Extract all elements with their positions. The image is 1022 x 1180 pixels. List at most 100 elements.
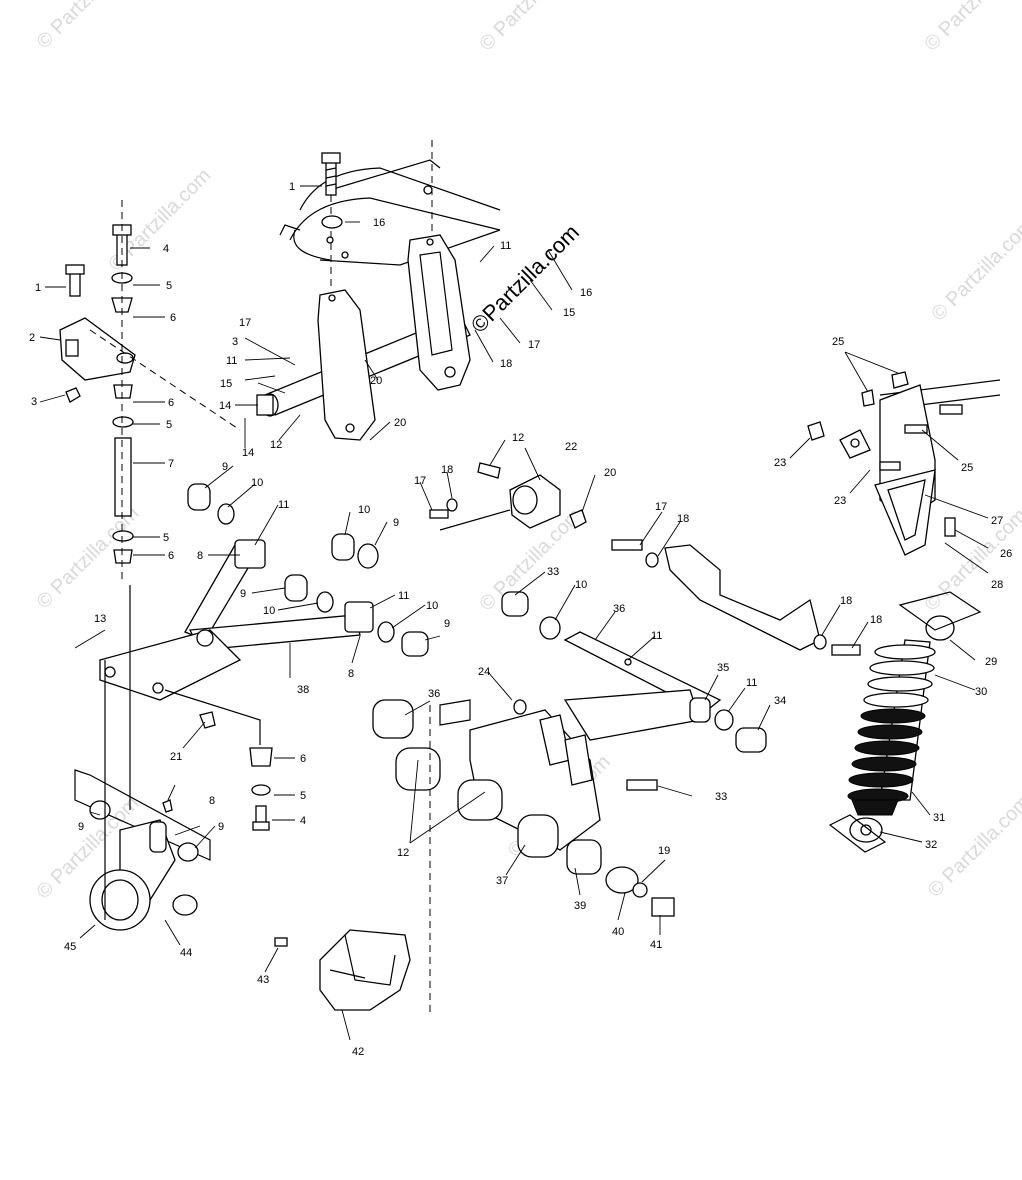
callout-9: 9 (218, 821, 224, 833)
callout-17: 17 (414, 475, 426, 487)
callout-9: 9 (240, 588, 246, 600)
callout-7: 7 (168, 458, 174, 470)
swing-arm-35 (469, 591, 767, 851)
link-arm (611, 539, 861, 656)
rear-bracket-assembly (807, 371, 1001, 556)
callout-10: 10 (426, 600, 438, 612)
callout-33: 33 (547, 566, 559, 578)
callout-36: 37 (496, 875, 508, 887)
callout-8: 8 (197, 550, 203, 562)
watermark-center: ©Partzilla.com (466, 219, 584, 337)
callout-16: 16 (373, 217, 385, 229)
bolt-1-top (321, 152, 341, 290)
callout-labels: 1 1 2 3 3 4 4 5 5 5 5 6 6 6 6 7 8 8 8 9 … (29, 181, 1012, 1058)
callout-4: 4 (300, 815, 306, 827)
watermark: © Partzilla.com (924, 791, 1022, 902)
callout-23: 23 (774, 457, 786, 469)
callout-2: 2 (29, 332, 35, 344)
callout-20: 21 (170, 751, 182, 763)
callout-19: 20 (370, 375, 382, 387)
callout-14: 14 (219, 400, 231, 412)
guard-41 (274, 929, 411, 1011)
callout-6: 6 (170, 312, 176, 324)
callout-5: 5 (166, 419, 172, 431)
callout-15: 16 (580, 287, 592, 299)
callout-41: 42 (352, 1046, 364, 1058)
callout-9: 9 (393, 517, 399, 529)
callout-5: 5 (300, 790, 306, 802)
callout-1: 1 (35, 282, 41, 294)
callout-35: 36 (613, 603, 625, 615)
callout-6: 6 (300, 753, 306, 765)
callout-29: 30 (975, 686, 987, 698)
callout-34: 35 (717, 662, 729, 674)
lower-bolt-stack (164, 689, 273, 831)
pivot-bracket-right (407, 234, 471, 391)
callout-4: 4 (163, 243, 169, 255)
callout-26: 27 (991, 515, 1003, 527)
callout-5: 5 (166, 280, 172, 292)
callout-17: 17 (655, 501, 667, 513)
callout-14: 15 (563, 307, 575, 319)
callout-5: 5 (163, 532, 169, 544)
callout-11: 11 (500, 240, 511, 252)
strut-assembly-left (59, 200, 241, 580)
callout-11: 11 (278, 499, 289, 511)
callout-18: 18 (500, 358, 512, 370)
frame-rails (279, 140, 501, 266)
callout-18: 18 (677, 513, 689, 525)
watermark: © Partzilla.com (927, 215, 1022, 326)
callout-6: 6 (168, 397, 174, 409)
callout-44: 45 (64, 941, 76, 953)
bushings-lower (372, 699, 675, 1015)
callout-8: 8 (348, 668, 354, 680)
callout-9: 9 (444, 618, 450, 630)
callout-9: 9 (222, 461, 228, 473)
callout-24: 25 (832, 336, 844, 348)
callout-10: 10 (263, 605, 275, 617)
watermark: © Partzilla.com (32, 0, 143, 53)
callout-12: 12 (270, 439, 282, 451)
callout-10: 10 (575, 579, 587, 591)
callout-40: 41 (650, 939, 662, 951)
callout-1: 1 (289, 181, 295, 193)
callout-8: 8 (209, 795, 215, 807)
callout-38: 39 (574, 900, 586, 912)
callout-11: 11 (226, 355, 237, 367)
callout-17: 18 (870, 614, 882, 626)
callout-27: 28 (991, 579, 1003, 591)
callout-13: 14 (242, 447, 254, 459)
leader-lines (39, 185, 989, 1041)
callout-18: 19 (658, 845, 670, 857)
callout-25: 26 (1000, 548, 1012, 560)
callout-28: 29 (985, 656, 997, 668)
callout-23: 24 (478, 666, 490, 678)
callout-10: 10 (358, 504, 370, 516)
washer-16 (321, 215, 343, 229)
callout-33: 34 (774, 695, 786, 707)
callout-10: 10 (251, 477, 263, 489)
knuckle-assembly (74, 585, 211, 931)
callout-20: 20 (394, 417, 406, 429)
callout-3: 3 (31, 396, 37, 408)
callout-6: 6 (168, 550, 174, 562)
callout-11: 11 (651, 630, 662, 642)
callout-31: 32 (925, 839, 937, 851)
bracket-21 (429, 462, 587, 531)
callout-10: 11 (746, 677, 757, 689)
callout-12: 13 (94, 613, 106, 625)
callout-18: 18 (840, 595, 852, 607)
callout-36: 36 (428, 688, 440, 700)
pivot-bracket-left (317, 289, 376, 441)
a-arm-37 (99, 539, 374, 701)
callout-32: 33 (715, 791, 727, 803)
watermark: © Partzilla.com (475, 0, 586, 55)
watermark: © Partzilla.com (920, 0, 1022, 55)
callout-42: 43 (257, 974, 269, 986)
callout-25: 25 (961, 462, 973, 474)
callout-15: 15 (220, 378, 232, 390)
callout-11: 11 (398, 590, 409, 602)
callout-21: 22 (565, 441, 577, 453)
callout-37: 38 (297, 684, 309, 696)
